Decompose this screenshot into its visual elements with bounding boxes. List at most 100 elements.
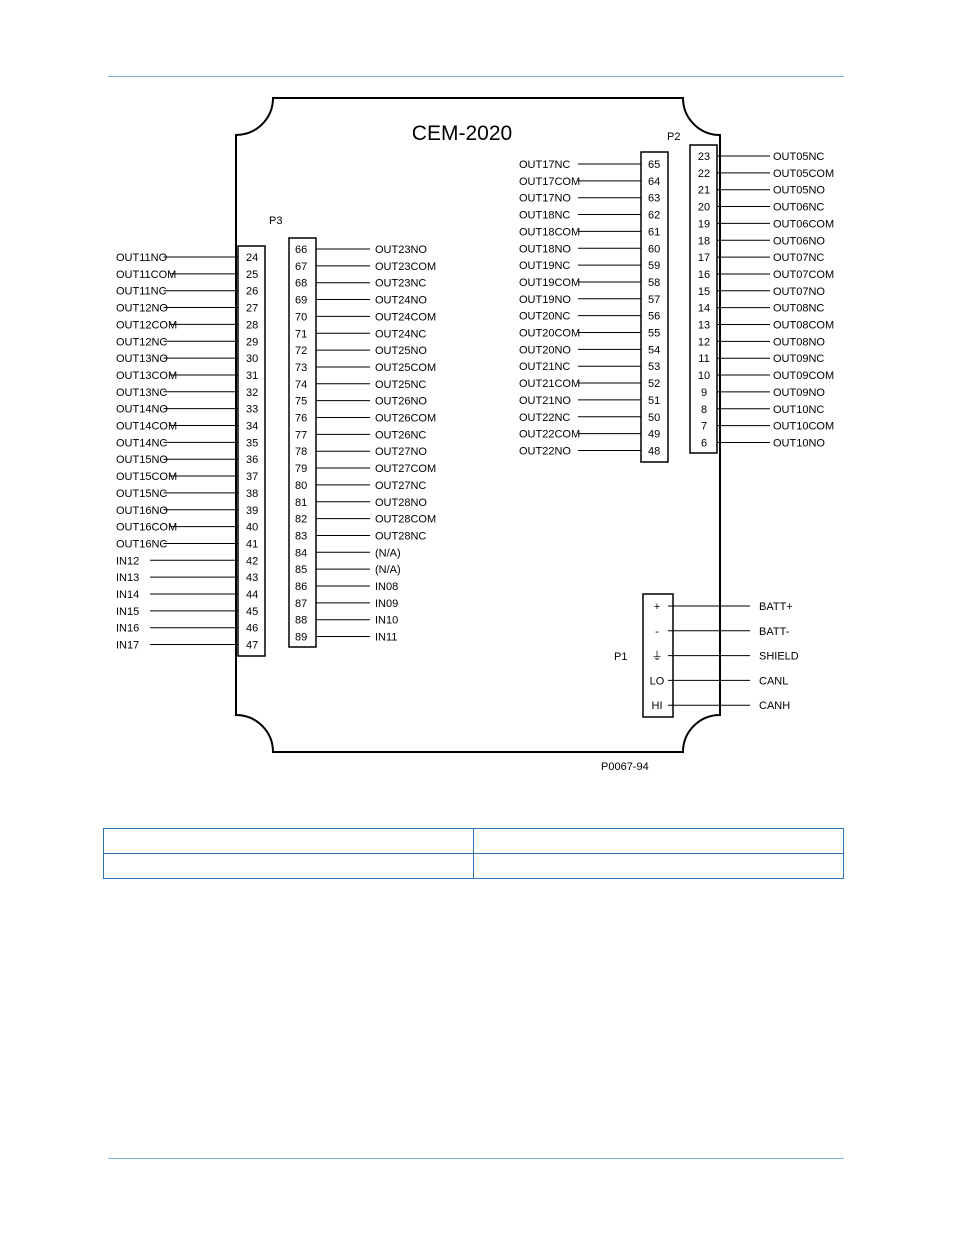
pin-number: 74	[295, 379, 307, 391]
pin-number: 14	[698, 303, 710, 315]
signal-label: SHIELD	[759, 651, 799, 663]
pin-number: 10	[698, 370, 710, 382]
pin-number: 60	[648, 243, 660, 255]
figure-id: P0067-94	[601, 761, 649, 773]
signal-label: OUT07NO	[773, 286, 825, 298]
signal-label: OUT05NC	[773, 151, 824, 163]
signal-label: OUT17COM	[519, 176, 580, 188]
pin-number: 61	[648, 226, 660, 238]
signal-label: IN09	[375, 598, 398, 610]
pin-number: 51	[648, 395, 660, 407]
signal-label: OUT19COM	[519, 277, 580, 289]
signal-label: OUT19NC	[519, 260, 570, 272]
signal-label: OUT10NO	[773, 437, 825, 449]
table-cell	[473, 853, 844, 879]
pin-number: 88	[295, 615, 307, 627]
pin-number: 43	[246, 572, 258, 584]
signal-label: OUT24NC	[375, 328, 426, 340]
pin-number: 31	[246, 370, 258, 382]
pin-number: 78	[295, 446, 307, 458]
signal-label: OUT14NO	[116, 404, 168, 416]
signal-label: OUT11NO	[116, 252, 168, 264]
pin-number: 87	[295, 598, 307, 610]
pin-number: 50	[648, 412, 660, 424]
pin-number: 17	[698, 252, 710, 264]
signal-label: BATT-	[759, 626, 790, 638]
pin-number: 64	[648, 176, 660, 188]
pin-number: 75	[295, 396, 307, 408]
signal-label: OUT28NO	[375, 497, 427, 509]
pin-number: 45	[246, 606, 258, 618]
signal-label: IN15	[116, 606, 139, 618]
signal-label: (N/A)	[375, 564, 401, 576]
signal-label: OUT23NO	[375, 244, 427, 256]
signal-label: IN13	[116, 572, 139, 584]
signal-label: OUT18NO	[519, 243, 571, 255]
enclosure-outline	[235, 97, 721, 753]
signal-label: OUT09COM	[773, 370, 834, 382]
pin-number: 65	[648, 159, 660, 171]
signal-label: OUT21NO	[519, 395, 571, 407]
pin-number: 23	[698, 151, 710, 163]
signal-label: IN08	[375, 581, 398, 593]
pin-number: 13	[698, 320, 710, 332]
signal-label: IN16	[116, 623, 139, 635]
pin-number: 82	[295, 514, 307, 526]
signal-label: OUT10NC	[773, 404, 824, 416]
signal-label: OUT24NO	[375, 295, 427, 307]
signal-label: OUT17NC	[519, 159, 570, 171]
pin-number: 8	[701, 404, 707, 416]
signal-label: OUT20NO	[519, 344, 571, 356]
pin-number: 26	[246, 286, 258, 298]
signal-label: OUT21NC	[519, 361, 570, 373]
pin-number: 36	[246, 454, 258, 466]
pin-number: 39	[246, 505, 258, 517]
pin-number: 52	[648, 378, 660, 390]
signal-label: OUT25NC	[375, 379, 426, 391]
pin-number: 56	[648, 311, 660, 323]
pin-number: 77	[295, 429, 307, 441]
pin-number: 42	[246, 555, 258, 567]
pin-symbol: +	[654, 601, 660, 613]
signal-label: OUT13NO	[116, 353, 168, 365]
pin-number: 63	[648, 193, 660, 205]
footer-rule	[108, 1158, 844, 1159]
signal-label: OUT20NC	[519, 311, 570, 323]
signal-label: OUT14NC	[116, 437, 167, 449]
pin-number: 46	[246, 623, 258, 635]
p2-left-block	[640, 151, 669, 463]
pin-number: 57	[648, 294, 660, 306]
table-row	[103, 828, 844, 854]
pin-number: 28	[246, 319, 258, 331]
signal-label: OUT25NO	[375, 345, 427, 357]
signal-label: OUT11COM	[116, 269, 176, 281]
header-rule	[108, 76, 844, 77]
pin-number: 11	[698, 353, 709, 365]
signal-label: (N/A)	[375, 547, 401, 559]
pin-number: 29	[246, 336, 258, 348]
signal-label: OUT18COM	[519, 226, 580, 238]
signal-label: OUT18NC	[519, 210, 570, 222]
signal-label: OUT22NC	[519, 412, 570, 424]
signal-label: OUT27NO	[375, 446, 427, 458]
signal-label: OUT07NC	[773, 252, 824, 264]
signal-label: OUT26COM	[375, 413, 436, 425]
pin-number: 80	[295, 480, 307, 492]
pin-number: 48	[648, 445, 660, 457]
signal-label: IN17	[116, 640, 139, 652]
pin-number: 37	[246, 471, 258, 483]
signal-label: OUT22NO	[519, 445, 571, 457]
table-row	[103, 853, 844, 879]
signal-label: OUT27NC	[375, 480, 426, 492]
pin-number: 83	[295, 530, 307, 542]
signal-label: OUT23NC	[375, 278, 426, 290]
pin-number: 62	[648, 210, 660, 222]
pin-number: 47	[246, 640, 258, 652]
signal-label: IN12	[116, 555, 139, 567]
pin-number: 49	[648, 429, 660, 441]
pin-number: 70	[295, 311, 307, 323]
